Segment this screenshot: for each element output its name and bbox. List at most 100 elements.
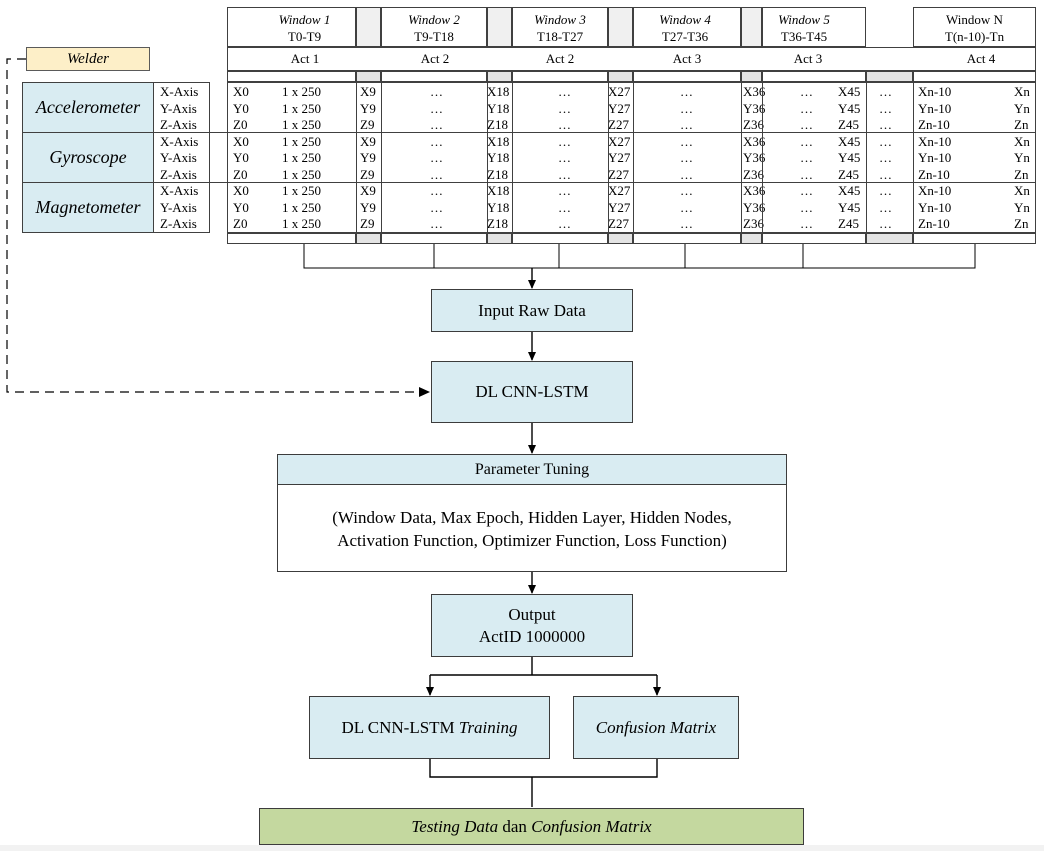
data-cell: Z27 xyxy=(608,216,629,231)
data-cell: 1 x 250 xyxy=(282,166,321,182)
data-cell: … xyxy=(430,100,443,116)
training-label: DL CNN-LSTM Training xyxy=(341,717,517,739)
window-strip-cell xyxy=(381,233,487,244)
window-gap-4 xyxy=(741,7,762,47)
testing-label-c: Confusion Matrix xyxy=(531,816,652,836)
window-column-separator xyxy=(356,82,357,233)
parameter-tuning-title: Parameter Tuning xyxy=(474,460,590,478)
data-cell: 1 x 250 xyxy=(282,100,321,116)
data-cell: … xyxy=(558,199,571,215)
parameter-tuning-line-2: Activation Function, Optimizer Function,… xyxy=(337,531,727,550)
data-cell: Z45 xyxy=(838,216,859,231)
data-cell: Z36 xyxy=(743,117,764,132)
axis-label: Z-Axis xyxy=(160,166,197,182)
data-cell: Xn-10 xyxy=(918,84,952,99)
data-cell: … xyxy=(558,183,571,198)
data-cell: Y9 xyxy=(360,150,376,165)
window-strip-cell xyxy=(227,233,356,244)
data-cell: … xyxy=(680,166,693,182)
data-cell: Y9 xyxy=(360,100,376,116)
window-5-header xyxy=(762,7,866,47)
window-4-header xyxy=(633,7,741,47)
data-cell: … xyxy=(800,199,813,215)
data-cell: … xyxy=(879,133,892,149)
output-actid: ActID 1000000 xyxy=(478,626,586,646)
data-cell: Y45 xyxy=(838,199,861,215)
data-cell: Z0 xyxy=(233,216,248,231)
data-cell: Yn xyxy=(1014,199,1030,215)
data-block xyxy=(227,82,1036,233)
data-cell: X36 xyxy=(743,133,766,149)
data-cell: Yn-10 xyxy=(918,150,952,165)
data-cell: Xn xyxy=(1014,183,1030,198)
training-label-a: DL CNN-LSTM xyxy=(341,717,459,737)
data-cell: X0 xyxy=(233,133,249,149)
act-label-6: Act 4 xyxy=(966,51,996,66)
join-line xyxy=(429,759,658,807)
testing-label-b: dan xyxy=(498,816,532,836)
data-cell: X45 xyxy=(838,183,861,198)
data-cell: Z27 xyxy=(608,117,629,132)
data-cell: Zn xyxy=(1014,117,1029,132)
data-cell: Z0 xyxy=(233,166,248,182)
window-4-title: Window 4 xyxy=(659,12,711,27)
data-cell: … xyxy=(680,216,693,231)
window-strip-gap xyxy=(608,71,633,82)
data-cell: X0 xyxy=(233,84,249,99)
data-cell: … xyxy=(879,199,892,215)
data-cell: Y27 xyxy=(608,100,631,116)
data-cell: … xyxy=(680,183,693,198)
data-cell: … xyxy=(430,133,443,149)
window-gap-3 xyxy=(608,7,633,47)
confusion-matrix-box: Confusion Matrix xyxy=(573,696,739,759)
data-cell: … xyxy=(879,117,892,132)
data-cell: Z45 xyxy=(838,166,859,182)
data-cell: … xyxy=(558,150,571,165)
window-column-separator xyxy=(381,82,382,233)
window-strip-cell xyxy=(512,71,608,82)
data-cell: 1 x 250 xyxy=(282,199,321,215)
data-cell: … xyxy=(680,117,693,132)
data-cell: Y18 xyxy=(487,100,510,116)
window-strip-cell xyxy=(913,71,1036,82)
data-cell: X45 xyxy=(838,133,861,149)
window-strip-gap xyxy=(866,71,913,82)
data-cell: … xyxy=(879,166,892,182)
data-cell: Z27 xyxy=(608,166,629,182)
data-cell: Z0 xyxy=(233,117,248,132)
testing-box: Testing Data dan Confusion Matrix xyxy=(259,808,804,845)
data-cell: … xyxy=(558,216,571,231)
axis-label: Y-Axis xyxy=(160,199,197,215)
data-cell: … xyxy=(558,166,571,182)
data-cell: … xyxy=(558,84,571,99)
axis-label: Z-Axis xyxy=(160,216,197,231)
data-cell: Y45 xyxy=(838,150,861,165)
data-cell: 1 x 250 xyxy=(282,84,321,99)
data-cell: … xyxy=(680,150,693,165)
data-cell: … xyxy=(558,133,571,149)
act-label-5: Act 3 xyxy=(793,51,823,66)
window-strip-cell xyxy=(913,233,1036,244)
window-strip-cell xyxy=(512,233,608,244)
act-label-2: Act 2 xyxy=(420,51,450,66)
axis-label: X-Axis xyxy=(160,183,199,198)
data-cell: … xyxy=(558,100,571,116)
data-cell: Z18 xyxy=(487,166,508,182)
data-cell: X9 xyxy=(360,84,376,99)
window-bracket xyxy=(303,244,976,269)
act-label-3: Act 2 xyxy=(545,51,575,66)
data-cell: … xyxy=(879,150,892,165)
act-label-4: Act 3 xyxy=(672,51,702,66)
window-gap-1 xyxy=(356,7,381,47)
data-cell: … xyxy=(879,100,892,116)
data-cell: Xn-10 xyxy=(918,133,952,149)
output-label: Output xyxy=(508,604,556,624)
window-strip-gap xyxy=(356,233,381,244)
window-column-separator xyxy=(762,82,763,233)
data-cell: 1 x 250 xyxy=(282,183,321,198)
data-cell: Y45 xyxy=(838,100,861,116)
window-3-title: Window 3 xyxy=(534,12,586,27)
data-cell: X18 xyxy=(487,84,510,99)
